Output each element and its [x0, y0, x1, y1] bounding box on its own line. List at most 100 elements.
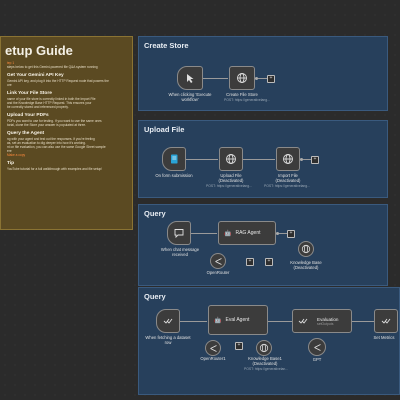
globe-icon	[283, 154, 293, 164]
guide-text: steps below to get this Gemini-powered f…	[7, 65, 98, 69]
guide-title: etup Guide	[5, 43, 73, 58]
upload-file-node[interactable]	[219, 147, 243, 171]
section-title: Query	[144, 292, 166, 301]
connection	[191, 233, 217, 234]
openrouter-icon	[313, 343, 321, 351]
import-file-node[interactable]	[276, 147, 300, 171]
add-memory-button[interactable]: +	[246, 258, 254, 266]
guide-heading: Tip	[7, 161, 15, 166]
openrouter-icon	[209, 344, 217, 352]
node-label: OpenRouter	[206, 270, 230, 275]
connection	[203, 78, 228, 79]
chat-trigger-node[interactable]	[167, 221, 191, 245]
set-metrics-node[interactable]	[374, 309, 398, 333]
node-url: POST: https://generativelang...	[224, 98, 270, 102]
section-title: Upload File	[144, 125, 185, 134]
chat-bubble-icon	[174, 229, 184, 239]
openrouter-model-node[interactable]	[210, 253, 226, 269]
eval-agent-node[interactable]: 🤖 Eval Agent	[208, 305, 268, 335]
check-list-icon	[163, 318, 173, 324]
check-list-icon	[298, 318, 308, 324]
node-label: OpenRouter1	[200, 356, 226, 361]
guide-heading: Link Your File Store	[7, 91, 52, 96]
evaluation-node[interactable]: Evaluation setOutputs	[292, 309, 352, 333]
node-label: Set Metrics	[373, 335, 395, 340]
node-label: Knowledge Base1(Deactivated)	[248, 356, 282, 366]
node-label: Knowledge Base(Deactivated)	[290, 260, 322, 270]
node-title: RAG Agent	[235, 230, 261, 236]
guide-text: ere	[7, 149, 12, 153]
guide-text: be correctly stored and referenced prope…	[7, 105, 69, 109]
knowledge-base1-node[interactable]	[256, 340, 272, 356]
node-label: Upload File(Deactivated)	[218, 173, 244, 183]
guide-text: ng with your agent and test out the resp…	[7, 137, 95, 141]
node-label: Import File(Deactivated)	[275, 173, 301, 183]
globe-icon	[259, 343, 269, 353]
knowledge-base-node[interactable]	[298, 241, 314, 257]
guide-text: nt on file evaluation, you can also use …	[7, 145, 106, 149]
section-title: Create Store	[144, 41, 189, 50]
gpt-model-node[interactable]	[308, 338, 326, 356]
output-handle[interactable]	[255, 77, 258, 80]
guide-text: YouTube tutorial for a full walkthrough …	[7, 167, 103, 171]
section-title: Query	[144, 209, 166, 218]
add-tool-button[interactable]: +	[265, 258, 273, 266]
globe-icon	[226, 154, 236, 164]
add-node-button[interactable]: +	[287, 230, 295, 238]
node-label: GPT	[312, 357, 322, 362]
check-list-icon	[381, 318, 391, 324]
guide-heading: Query the Agent	[7, 131, 45, 136]
guide-text: ore	[7, 83, 12, 87]
node-url: POST: https://generativelang...	[264, 184, 310, 188]
form-icon	[171, 154, 178, 164]
node-url: POST: https://generativelang...	[206, 184, 252, 188]
globe-icon	[301, 244, 311, 254]
guide-text[interactable]: tep 1	[7, 61, 15, 65]
guide-text: Gemini API key, and plug it into the HTT…	[7, 79, 109, 83]
section-query[interactable]: Query	[138, 204, 388, 286]
guide-text: torial, clone the Store your answer is p…	[7, 123, 87, 127]
add-memory-button[interactable]: +	[235, 342, 243, 350]
add-node-button[interactable]: +	[311, 156, 319, 164]
robot-icon: 🤖	[214, 317, 222, 324]
node-label: Create File Store	[226, 92, 258, 97]
output-handle[interactable]	[300, 158, 303, 161]
connection	[352, 321, 374, 322]
connection	[303, 159, 311, 160]
create-file-store-node[interactable]	[229, 66, 255, 90]
output-handle[interactable]	[276, 232, 279, 235]
openrouter-icon	[214, 257, 222, 265]
connection	[279, 233, 287, 234]
connection	[268, 321, 292, 322]
rag-agent-node[interactable]: 🤖 RAG Agent	[218, 221, 276, 245]
node-label: On form submission	[155, 173, 193, 178]
guide-heading: Get Your Gemini API Key	[7, 73, 64, 78]
node-operation: setOutputs	[317, 321, 334, 326]
guide-heading: Upload Your PDFs	[7, 113, 49, 118]
connection	[186, 159, 218, 160]
node-title: Evaluation	[317, 316, 339, 322]
guide-text: name of your file store is correctly lin…	[7, 97, 96, 101]
guide-text: as, set an evaluation to dig deeper into…	[7, 141, 86, 145]
connection	[258, 78, 267, 79]
dataset-trigger-node[interactable]	[156, 309, 180, 333]
connection	[243, 159, 275, 160]
node-title: Eval Agent	[225, 317, 250, 323]
openrouter1-model-node[interactable]	[205, 340, 221, 356]
guide-text: PDFs you want to use for testing. If you…	[7, 119, 102, 123]
cursor-click-icon	[187, 74, 194, 83]
robot-icon: 🤖	[224, 230, 232, 237]
connection	[180, 321, 207, 322]
guide-text[interactable]: Make a copy	[7, 153, 26, 157]
form-trigger-node[interactable]	[162, 147, 186, 171]
globe-icon	[237, 73, 247, 83]
guide-text: and the Knowledge Base HTTP Request. Thi…	[7, 101, 92, 105]
node-url: POST: https://generativelan...	[244, 367, 289, 371]
manual-trigger-node[interactable]	[177, 66, 203, 90]
add-node-button[interactable]: +	[267, 75, 275, 83]
